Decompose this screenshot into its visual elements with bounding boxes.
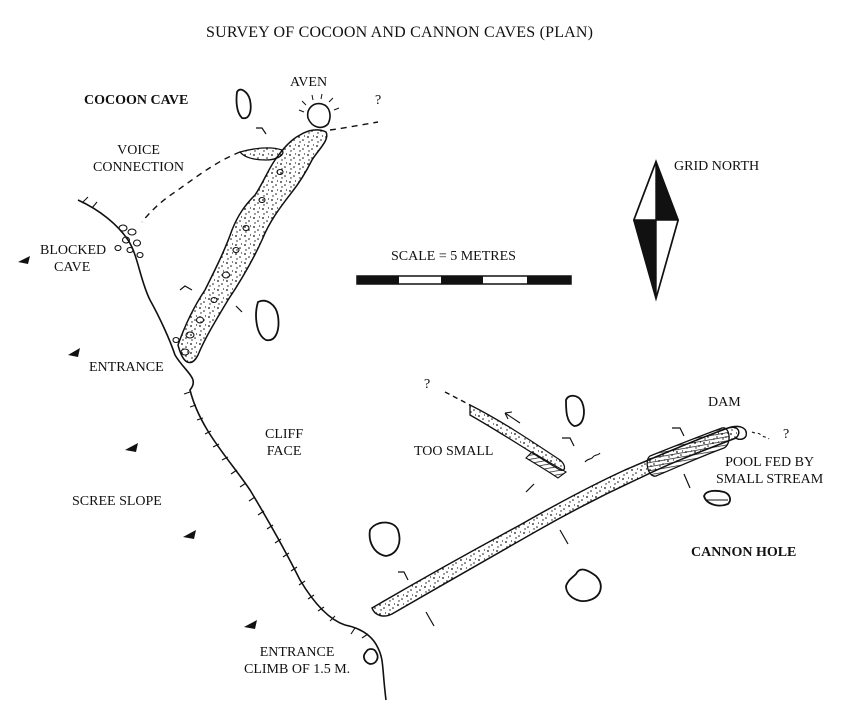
label-entrance-lower-line-1: ENTRANCE [259,645,335,660]
label-scale: SCALE = 5 METRES [391,249,516,264]
label-voice-connection-line-2: CONNECTION [93,160,184,175]
scale-bar [356,275,572,285]
label-scree-slope: SCREE SLOPE [72,494,162,509]
blocked-cave-rubble [114,224,144,259]
scree-markers [18,256,257,629]
cocoon-continuation-dashed [329,121,379,131]
too-small-passage [469,403,566,471]
label-question-3: ? [783,427,790,442]
label-voice-connection: VOICE CONNECTION [93,142,184,176]
label-cocoon-cave: COCOON CAVE [84,93,189,108]
label-cannon-hole: CANNON HOLE [691,545,797,560]
label-dam: DAM [708,395,741,410]
stream-squiggle [584,452,601,463]
cannon-hole-passage [371,426,740,617]
label-blocked-cave-line-2: CAVE [54,260,91,275]
aven-ticks [298,93,340,113]
label-cliff-face-line-2: FACE [266,444,302,459]
label-cliff-face: CLIFF FACE [265,426,303,460]
stream-dashed [751,431,770,440]
label-entrance-upper: ENTRANCE [89,360,164,375]
label-question-1: ? [375,93,382,108]
aven-outline [306,102,331,129]
cliff-ticks [81,196,369,639]
dam-outline [727,425,747,441]
label-voice-connection-line-1: VOICE [117,143,160,158]
pool-hatch [646,427,730,477]
label-pool: POOL FED BY SMALL STREAM [716,454,823,488]
label-blocked-cave: BLOCKED CAVE [40,242,106,276]
label-question-2: ? [424,377,431,392]
map-title: SURVEY OF COCOON AND CANNON CAVES (PLAN) [206,24,594,41]
label-grid-north: GRID NORTH [674,159,760,174]
label-blocked-cave-line-1: BLOCKED [40,243,107,258]
label-entrance-lower: ENTRANCE CLIMB OF 1.5 M. [244,644,350,678]
label-pool-line-2: SMALL STREAM [716,472,824,487]
flow-arrow [504,411,521,424]
label-cliff-face-line-1: CLIFF [265,427,304,442]
cocoon-cave-passage [177,129,328,364]
boulders [172,168,284,356]
label-aven: AVEN [290,75,328,90]
surface-rocks [235,88,731,665]
label-entrance-lower-line-2: CLIMB OF 1.5 M. [244,662,351,677]
label-too-small: TOO SMALL [414,444,494,459]
north-arrow [632,159,680,302]
survey-stations-cannon [398,427,691,627]
too-small-dashed [444,391,471,406]
survey-stations-cocoon [179,127,267,313]
cliff-line [77,199,387,701]
label-pool-line-1: POOL FED BY [725,455,815,470]
